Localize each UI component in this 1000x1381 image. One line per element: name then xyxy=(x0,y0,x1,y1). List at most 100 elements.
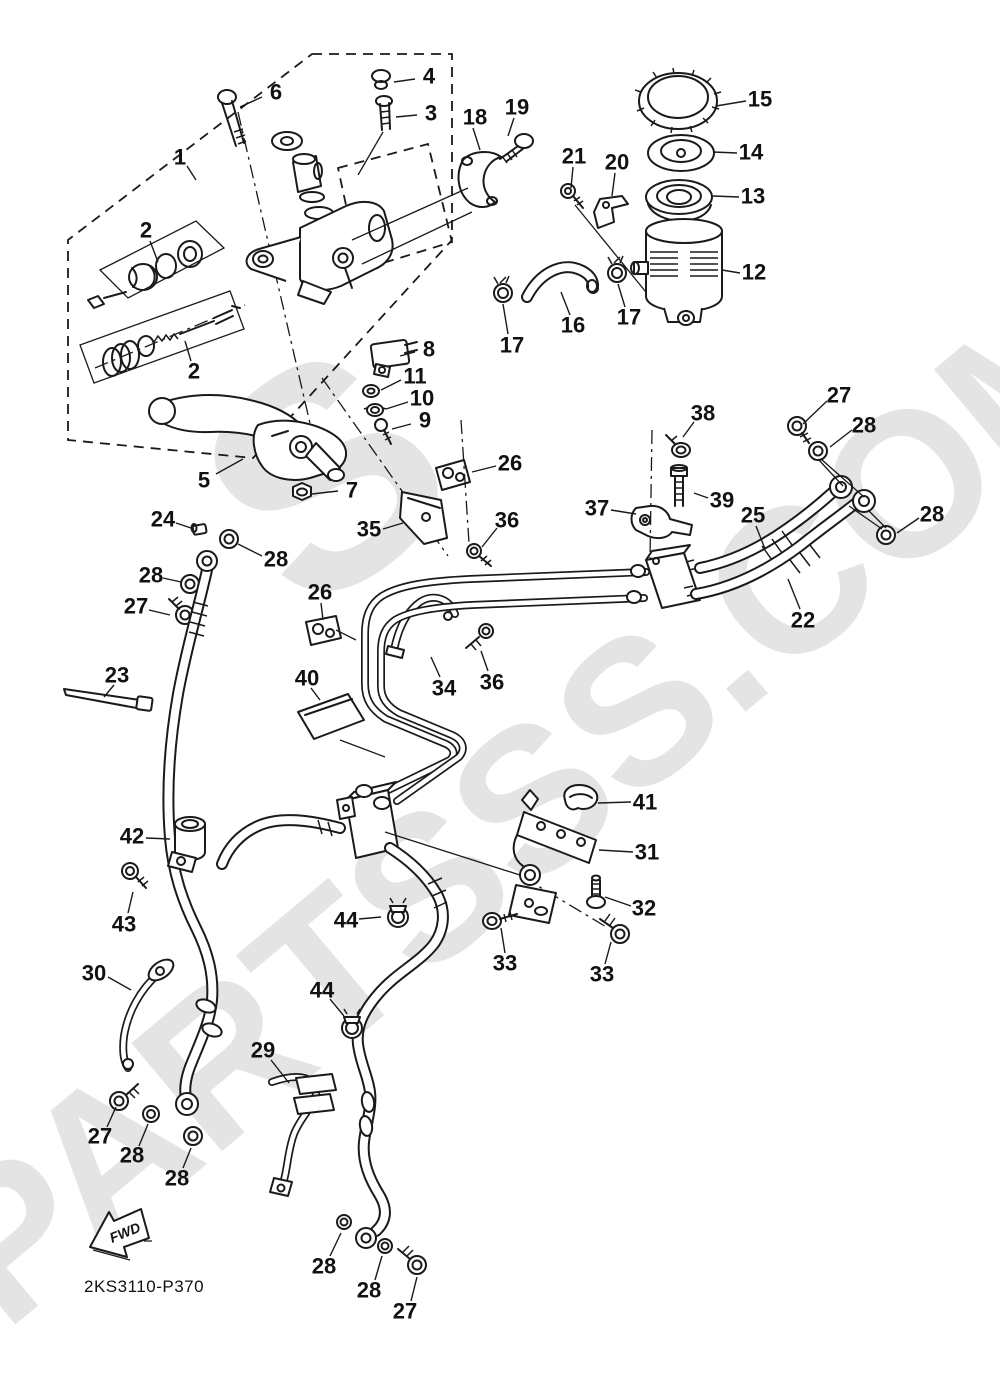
callout-9: 9 xyxy=(419,408,431,433)
callout-27: 27 xyxy=(393,1299,417,1324)
callout-leader-29 xyxy=(270,1059,290,1084)
callout-leader-33 xyxy=(500,927,506,954)
brake-switch-8 xyxy=(369,338,418,378)
callout-leader-7 xyxy=(311,490,339,495)
screw-43 xyxy=(121,862,149,889)
callout-37: 37 xyxy=(585,496,609,521)
diaphragm-plate-14 xyxy=(647,134,715,172)
callout-28: 28 xyxy=(852,413,876,438)
callout-leader-44 xyxy=(358,916,382,920)
reservoir-cap-15 xyxy=(634,67,722,134)
callout-1: 1 xyxy=(174,145,186,170)
callout-leader-33 xyxy=(604,941,612,965)
seal-kit-parts xyxy=(87,240,241,377)
clamp-18 xyxy=(457,151,502,208)
callout-11: 11 xyxy=(403,364,426,389)
callout-leader-31 xyxy=(598,849,634,853)
callout-leader-28 xyxy=(162,577,182,583)
callout-12: 12 xyxy=(742,260,766,285)
callout-26: 26 xyxy=(498,451,522,476)
callout-leader-28 xyxy=(182,1147,192,1169)
sheet-40 xyxy=(297,693,365,740)
washer-alignment-lines xyxy=(817,458,887,530)
callout-33: 33 xyxy=(493,951,517,976)
callout-leader-14 xyxy=(712,151,738,154)
nut-10 xyxy=(363,403,387,417)
callout-leader-30 xyxy=(107,976,132,991)
kit-2-upper-box xyxy=(98,220,226,299)
callout-28: 28 xyxy=(165,1166,189,1191)
bracket-37 xyxy=(630,504,693,540)
callout-leader-27 xyxy=(802,400,828,425)
cable-tie-23 xyxy=(63,688,154,712)
callout-16: 16 xyxy=(561,313,585,338)
callout-leader-10 xyxy=(385,401,409,410)
callout-leader-2 xyxy=(149,240,159,263)
callout-leader-27 xyxy=(410,1276,418,1302)
master-cylinder xyxy=(245,131,394,305)
part-code: 2KS3110-P370 xyxy=(84,1277,204,1296)
callout-leader-8 xyxy=(399,351,416,357)
callout-19: 19 xyxy=(505,95,529,120)
bleeder-axis xyxy=(357,131,384,176)
bracket-35 xyxy=(399,491,448,545)
callout-29: 29 xyxy=(251,1038,275,1063)
callout-27: 27 xyxy=(88,1124,112,1149)
clamp-44-upper xyxy=(387,897,409,928)
clamp-18-lines xyxy=(351,187,473,265)
callout-leader-16 xyxy=(560,291,571,316)
callout-leader-17 xyxy=(617,283,626,308)
clamp-26-lower xyxy=(305,615,342,646)
bolt-36-upper-axis xyxy=(460,419,470,544)
callout-26: 26 xyxy=(308,580,332,605)
callout-28: 28 xyxy=(920,502,944,527)
callout-36: 36 xyxy=(480,670,504,695)
callout-44: 44 xyxy=(310,978,335,1003)
callout-2: 2 xyxy=(188,359,200,384)
callout-leader-6 xyxy=(239,96,263,108)
callout-28: 28 xyxy=(264,547,288,572)
callout-leader-5 xyxy=(215,458,244,475)
callout-40: 40 xyxy=(295,666,319,691)
bolt-27-bc xyxy=(397,1245,427,1275)
callout-10: 10 xyxy=(410,386,434,411)
callout-leader-18 xyxy=(472,127,481,151)
washer-28-a xyxy=(219,529,239,549)
callout-leader-3 xyxy=(395,114,418,118)
bleed-screw-3 xyxy=(375,95,393,131)
bolt-38 xyxy=(665,434,691,458)
washer-28-bc2 xyxy=(377,1238,393,1254)
callout-leader-20 xyxy=(611,172,616,197)
callout-17: 17 xyxy=(500,333,524,358)
screw-9 xyxy=(374,418,392,445)
callout-leader-28 xyxy=(896,517,920,534)
banjo-eye-bottom-left xyxy=(175,1092,199,1116)
clamp-44-lower xyxy=(341,1008,363,1039)
clamp-17-left xyxy=(493,275,513,303)
bolt-27-bl xyxy=(109,1083,140,1111)
callout-leader-35 xyxy=(382,522,404,530)
bracket-31 xyxy=(508,789,597,924)
callout-leader-28 xyxy=(237,543,263,557)
callout-leader-43 xyxy=(127,891,134,914)
callout-5: 5 xyxy=(198,468,210,493)
callout-leader-28 xyxy=(829,429,853,448)
banjo-eye-bottom-center xyxy=(355,1227,377,1249)
callout-28: 28 xyxy=(357,1278,381,1303)
callout-leader-32 xyxy=(604,896,632,907)
callout-leader-21 xyxy=(570,166,574,189)
callout-15: 15 xyxy=(748,87,772,112)
fwd-arrow: FWD xyxy=(89,1208,152,1261)
callout-leader-41 xyxy=(597,801,632,804)
callout-leader-24 xyxy=(175,522,195,530)
callout-31: 31 xyxy=(635,840,659,865)
callout-35: 35 xyxy=(357,517,381,542)
callout-13: 13 xyxy=(741,184,765,209)
callout-36: 36 xyxy=(495,508,519,533)
callout-8: 8 xyxy=(423,337,435,362)
bolt-39 xyxy=(670,464,688,507)
brake-lever-5 xyxy=(148,394,347,482)
bolt-27-tr xyxy=(787,416,812,444)
